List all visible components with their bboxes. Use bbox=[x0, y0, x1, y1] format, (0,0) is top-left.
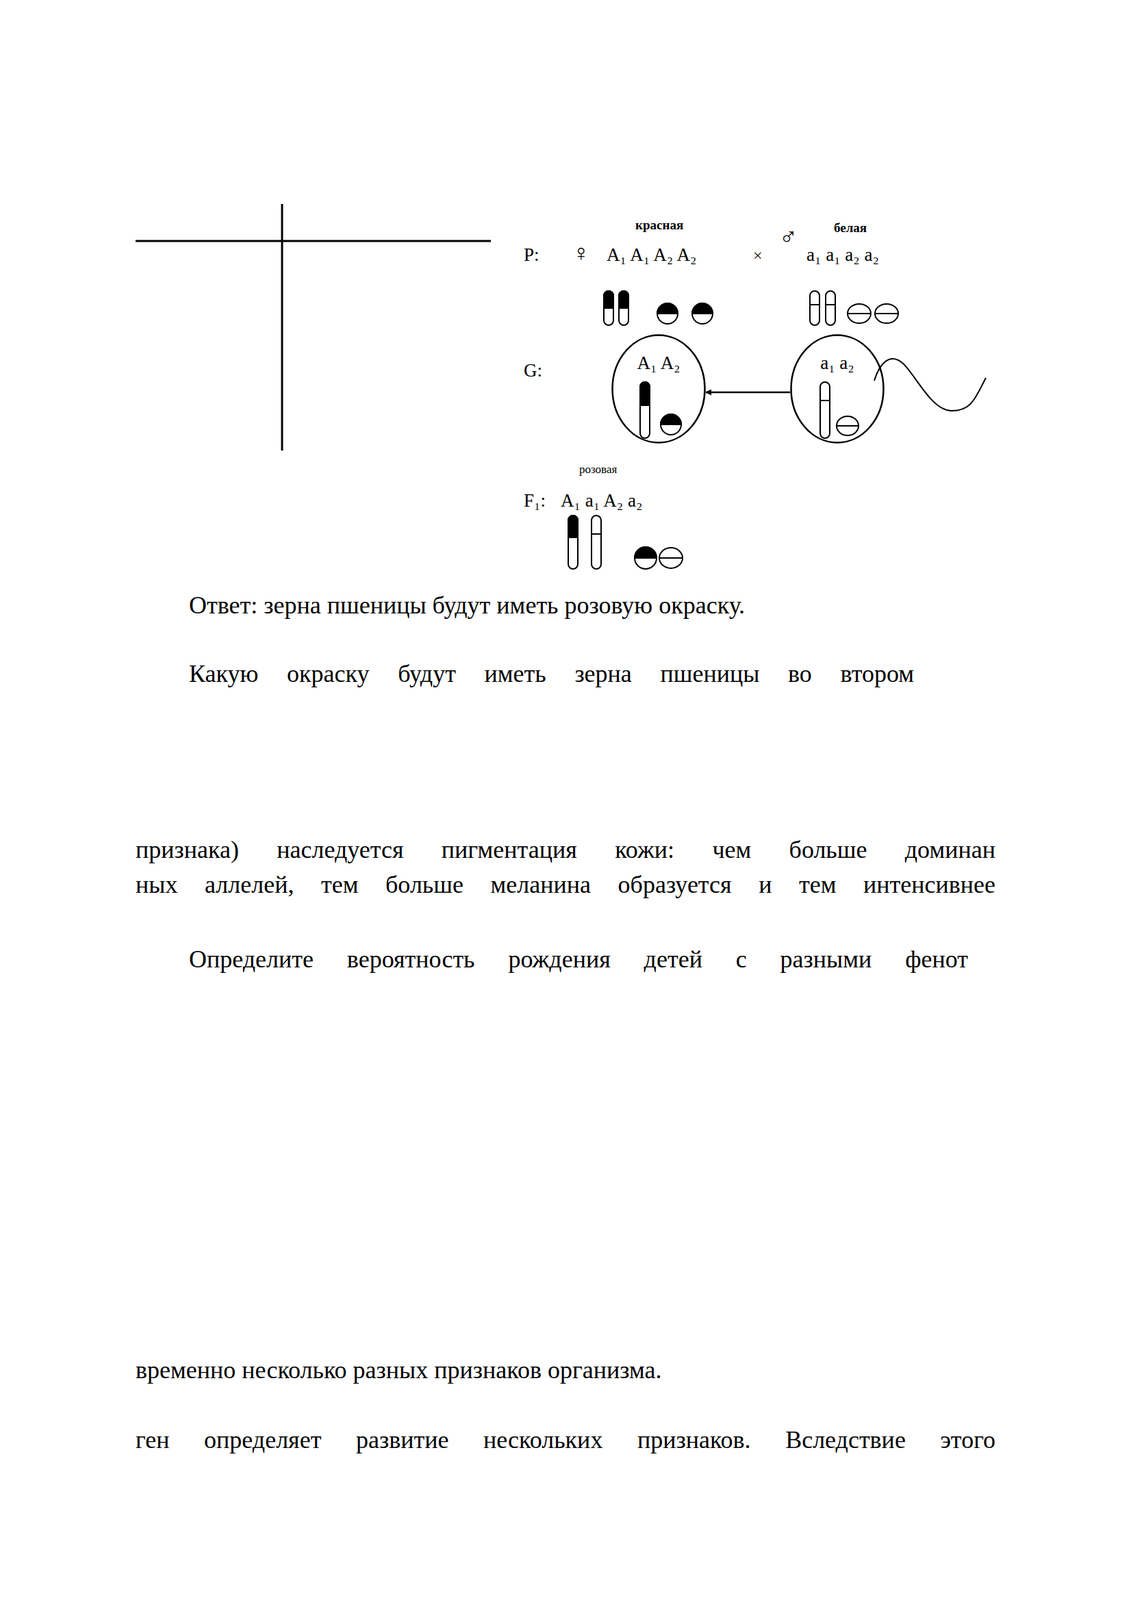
text-label: Какую окраску будут иметь зерна пшеницы … bbox=[188, 659, 914, 689]
label-text: красная bbox=[635, 217, 684, 233]
text-label: Определите вероятность рождения детей с … bbox=[188, 945, 969, 974]
label-text: признака) наследуется пигментация кожи: … bbox=[135, 835, 996, 864]
label-text: ных аллелей, тем больше меланина образуе… bbox=[135, 870, 996, 899]
chromosomes bbox=[568, 290, 899, 569]
text-label: G: bbox=[523, 360, 543, 382]
label-text: розовая bbox=[579, 462, 617, 476]
label-text: ♀ bbox=[572, 240, 591, 266]
label-text: P: bbox=[523, 244, 540, 265]
gamete-genotype: a₁ a₂ bbox=[790, 351, 885, 374]
text-label: красная bbox=[635, 217, 684, 233]
text-label: ген определяет развитие нескольких призн… bbox=[135, 1426, 996, 1455]
label-text: F₁: bbox=[523, 490, 546, 511]
text-label: розовая bbox=[579, 462, 617, 477]
text-label: × bbox=[753, 246, 763, 266]
text-label: A₁ a₁ A₂ a₂ bbox=[560, 490, 643, 512]
gamete-ellipse: a₁ a₂ bbox=[790, 334, 885, 444]
cross-table bbox=[135, 204, 491, 451]
text-label: признака) наследуется пигментация кожи: … bbox=[135, 835, 996, 864]
label-text: ♂ bbox=[779, 223, 798, 251]
ellipse-shape bbox=[612, 335, 706, 443]
text-label: ных аллелей, тем больше меланина образуе… bbox=[135, 870, 996, 899]
gamete-genotype: A₁ A₂ bbox=[611, 351, 706, 374]
sperm-tail bbox=[874, 358, 986, 411]
label-text: временно несколько разных признаков орга… bbox=[135, 1356, 662, 1384]
label-text: G: bbox=[523, 360, 543, 381]
label-text: a₁ a₁ a₂ a₂ bbox=[806, 244, 880, 265]
text-label: ♀ bbox=[572, 239, 591, 267]
label-text: A₁ a₁ A₂ a₂ bbox=[560, 490, 643, 511]
node-texts: a₁ a₂ bbox=[790, 334, 885, 374]
text-label: ♂ bbox=[779, 223, 798, 252]
text-label: a₁ a₁ a₂ a₂ bbox=[806, 244, 880, 266]
text-label: белая bbox=[833, 220, 867, 236]
label-text: Определите вероятность рождения детей с … bbox=[188, 945, 969, 973]
label-text: ген определяет развитие нескольких призн… bbox=[135, 1426, 996, 1454]
ellipse-outline bbox=[790, 334, 885, 444]
ellipse-outline bbox=[611, 334, 706, 444]
text-label: A₁ A₁ A₂ A₂ bbox=[606, 244, 697, 266]
gamete-ellipse: A₁ A₂ bbox=[611, 334, 706, 444]
label-text: белая bbox=[833, 220, 867, 235]
text-label: P: bbox=[523, 244, 540, 266]
label-text: Ответ: зерна пшеницы будут иметь розовую… bbox=[188, 591, 745, 619]
label-text: × bbox=[753, 246, 763, 265]
text-label: F₁: bbox=[523, 490, 546, 512]
text-label: временно несколько разных признаков орга… bbox=[135, 1356, 662, 1385]
text-label: Ответ: зерна пшеницы будут иметь розовую… bbox=[188, 591, 745, 620]
ellipse-shape bbox=[791, 335, 884, 443]
label-text: Какую окраску будут иметь зерна пшеницы … bbox=[188, 659, 914, 688]
arrow-connector bbox=[705, 391, 791, 394]
node-texts: A₁ A₂ bbox=[611, 334, 706, 374]
label-text: A₁ A₁ A₂ A₂ bbox=[606, 244, 697, 265]
